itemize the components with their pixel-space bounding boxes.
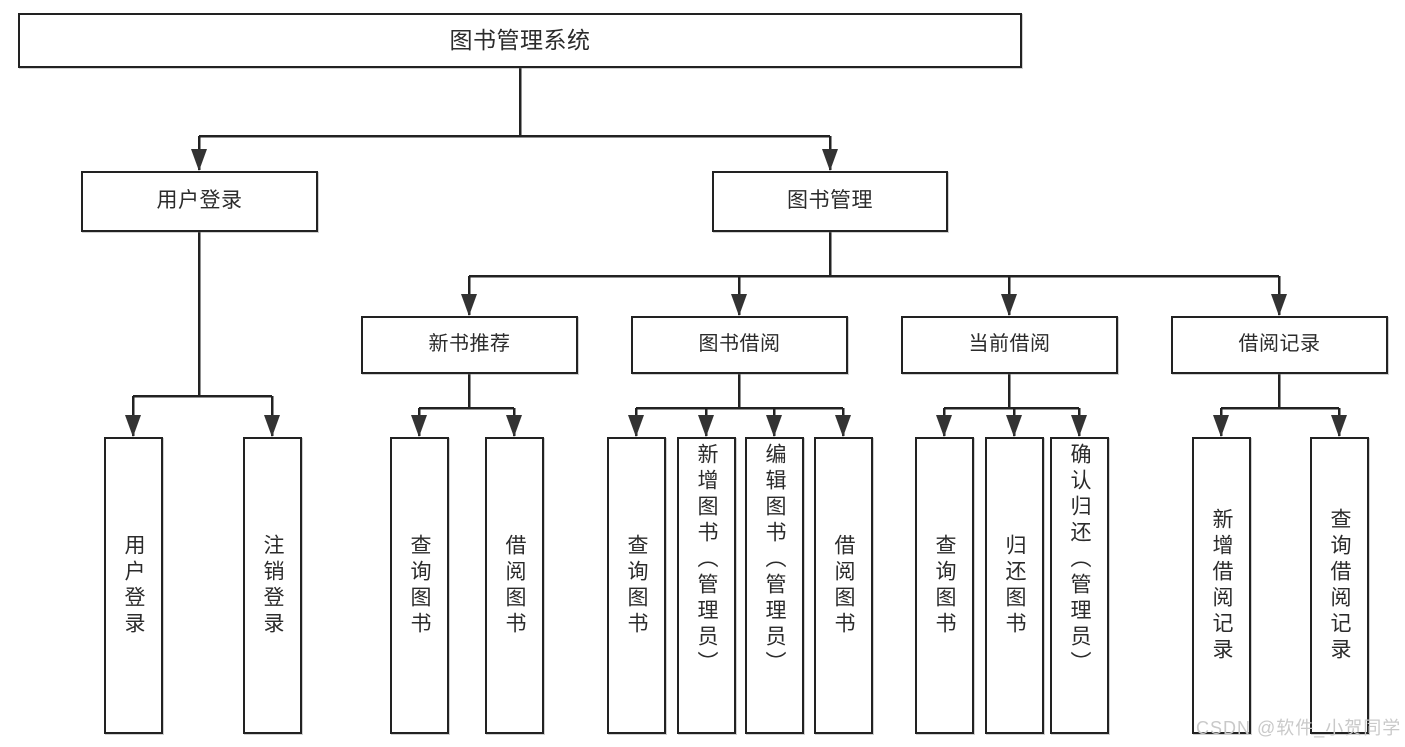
connector-edge-bookmanage-children <box>461 232 1287 316</box>
node-leaf-logout-login: 注销登录 <box>243 437 302 734</box>
node-label-leaf-query-book-rec: 查询图书 <box>408 533 431 638</box>
node-leaf-query-book-borrow: 查询图书 <box>607 437 666 734</box>
node-user-login: 用户登录 <box>81 171 318 232</box>
connector-edge-currentborrow-children <box>936 374 1087 437</box>
node-label-leaf-query-book-current: 查询图书 <box>933 533 956 638</box>
node-label-leaf-borrow-book: 借阅图书 <box>832 533 855 638</box>
node-label-book-manage: 图书管理 <box>787 189 873 213</box>
node-book-borrow: 图书借阅 <box>631 316 848 374</box>
node-label-new-book-rec: 新书推荐 <box>428 333 511 356</box>
node-label-leaf-return-book: 归还图书 <box>1003 533 1026 638</box>
node-label-leaf-user-login: 用户登录 <box>122 533 145 638</box>
connector-edge-newbookrec-children <box>411 374 522 437</box>
node-label-current-borrow: 当前借阅 <box>968 333 1051 356</box>
node-current-borrow: 当前借阅 <box>901 316 1118 374</box>
node-borrow-record: 借阅记录 <box>1171 316 1388 374</box>
node-label-leaf-query-record: 查询借阅记录 <box>1328 507 1351 664</box>
node-new-book-rec: 新书推荐 <box>361 316 578 374</box>
node-leaf-borrow-book: 借阅图书 <box>814 437 873 734</box>
node-label-root: 图书管理系统 <box>449 26 591 53</box>
connector-edge-userlogin-children <box>125 232 280 437</box>
watermark-label: CSDN @软件_小贺同学 <box>1196 718 1402 738</box>
node-root: 图书管理系统 <box>18 13 1022 68</box>
node-leaf-query-book-current: 查询图书 <box>915 437 974 734</box>
node-leaf-confirm-return: 确认归还（管理员） <box>1050 437 1109 734</box>
node-book-manage: 图书管理 <box>712 171 948 232</box>
node-leaf-query-record: 查询借阅记录 <box>1310 437 1369 734</box>
node-leaf-user-login: 用户登录 <box>104 437 163 734</box>
node-label-leaf-add-book: 新增图书（管理员） <box>695 443 718 677</box>
node-label-leaf-edit-book: 编辑图书（管理员） <box>763 443 786 677</box>
node-label-leaf-query-book-borrow: 查询图书 <box>625 533 648 638</box>
node-label-user-login: 用户登录 <box>156 189 243 213</box>
node-label-book-borrow: 图书借阅 <box>698 333 781 356</box>
node-leaf-return-book: 归还图书 <box>985 437 1044 734</box>
node-leaf-edit-book: 编辑图书（管理员） <box>745 437 804 734</box>
node-leaf-add-record: 新增借阅记录 <box>1192 437 1251 734</box>
node-leaf-add-book: 新增图书（管理员） <box>677 437 736 734</box>
node-leaf-query-book-rec: 查询图书 <box>390 437 449 734</box>
connector-edge-bookborrow-children <box>628 374 851 437</box>
connector-edge-root-children <box>191 68 838 171</box>
node-label-leaf-logout-login: 注销登录 <box>261 533 284 638</box>
node-label-leaf-confirm-return: 确认归还（管理员） <box>1068 443 1091 677</box>
node-leaf-borrow-book-rec: 借阅图书 <box>485 437 544 734</box>
node-label-leaf-borrow-book-rec: 借阅图书 <box>503 533 526 638</box>
connector-edge-borrowrecord-children <box>1213 374 1347 437</box>
node-label-leaf-add-record: 新增借阅记录 <box>1210 507 1233 664</box>
node-label-borrow-record: 借阅记录 <box>1238 333 1321 356</box>
